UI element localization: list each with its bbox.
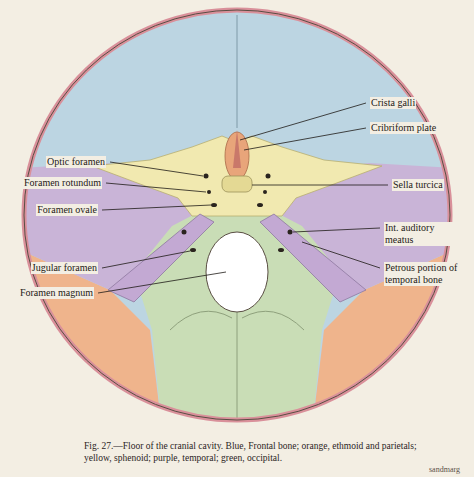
sella-turcica <box>222 176 252 192</box>
leader-line <box>293 228 380 232</box>
part-label: Optic foramen <box>46 156 106 168</box>
occipital-crest <box>237 312 238 420</box>
foramen-rotundum <box>207 190 211 194</box>
watermark: sandmarg <box>428 464 461 476</box>
figure-caption: Fig. 27.—Floor of the cranial cavity. Bl… <box>84 440 434 464</box>
auditory-meatus <box>288 230 293 235</box>
skull-outline <box>24 10 450 420</box>
leader-line <box>240 103 366 140</box>
part-label: Sella turcica <box>392 179 444 191</box>
foramen-ovale <box>257 203 263 207</box>
leader-line <box>98 272 226 293</box>
leader-line <box>106 183 206 192</box>
part-label: Cribriform plate <box>370 122 437 134</box>
leader-line <box>110 162 203 176</box>
leader-line <box>252 185 388 186</box>
part-label: Foramen magnum <box>19 287 94 299</box>
jugular-foramen <box>278 248 284 252</box>
optic-foramen <box>204 174 209 179</box>
part-label: Crista galli <box>370 97 416 109</box>
leader-line <box>302 242 380 268</box>
skull-rim <box>24 10 450 420</box>
part-label: Foramen rotundum <box>23 177 102 189</box>
foramen-rotundum <box>263 190 267 194</box>
part-label: Foramen ovale <box>36 204 98 216</box>
optic-foramen <box>266 174 271 179</box>
jugular-foramen <box>190 248 196 252</box>
part-label: Jugular foramen <box>31 262 98 274</box>
leader-line <box>102 205 211 210</box>
crista-galli <box>233 130 241 168</box>
leader-line <box>102 251 190 268</box>
foramen-magnum <box>206 232 268 312</box>
leader-line <box>244 128 366 150</box>
foramen-ovale <box>211 203 217 207</box>
auditory-meatus <box>182 230 187 235</box>
frontal-crest <box>237 15 238 128</box>
part-label: Int. auditory meatus <box>384 222 466 246</box>
leader-lines <box>98 103 388 293</box>
part-label: Petrous portion of temporal bone <box>384 262 468 286</box>
